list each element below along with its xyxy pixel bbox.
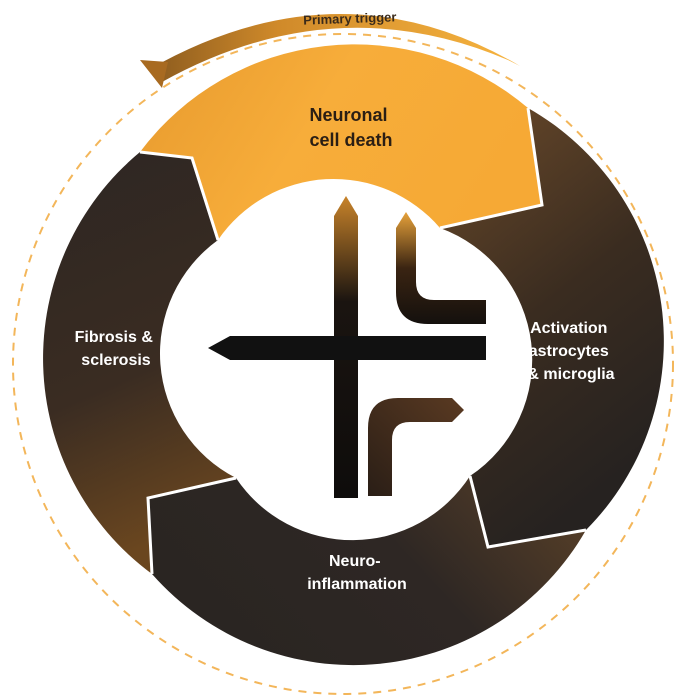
label-neuroinflammation: Neuro- inflammation (307, 553, 407, 593)
junction-bottom-left (146, 476, 237, 575)
center-upper-hook (396, 212, 486, 324)
primary-trigger-arrow (148, 13, 520, 82)
label-activation: Activation astrocytes & microglia (527, 320, 614, 383)
segment-neuronal-cell-death (140, 44, 542, 240)
junction-top-right (439, 107, 544, 230)
segment-fibrosis (43, 152, 237, 574)
segment-neuroinflammation (148, 476, 586, 666)
primary-trigger-arrowhead (140, 60, 168, 88)
junction-left-top (139, 150, 220, 241)
center-horizontal-arrow (208, 336, 486, 360)
outer-dashed-ring (12, 33, 674, 695)
primary-trigger-label: Primary trigger (303, 9, 397, 27)
junction-right-bottom (468, 475, 587, 549)
center-lower-hook (368, 398, 464, 496)
center-symbol (208, 196, 486, 498)
label-neuronal-cell-death: Neuronal cell death (309, 105, 392, 150)
label-fibrosis: Fibrosis & sclerosis (75, 329, 158, 369)
segment-activation (440, 108, 664, 547)
